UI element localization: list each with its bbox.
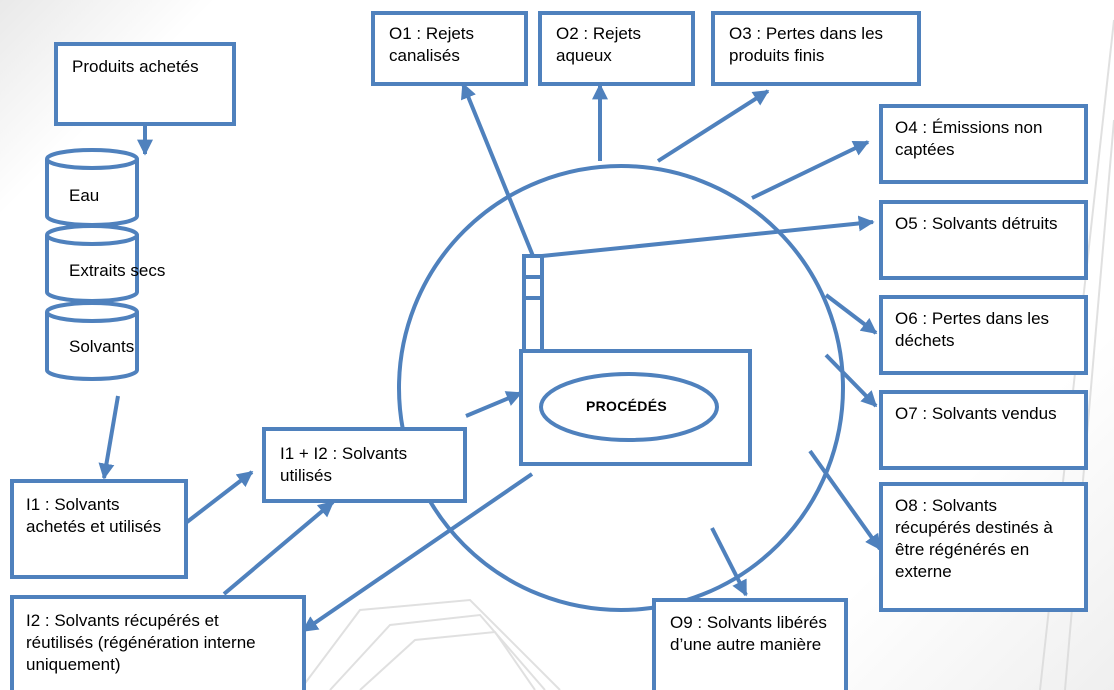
storage-tanks [45,148,139,381]
used-solvents-box: I1 + I2 : Solvants utilisés [262,427,467,503]
input-i2-box: I2 : Solvants récupérés et réutilisés (r… [10,595,306,690]
arrow-used-to-process [465,391,523,418]
flow-arrows [98,82,882,633]
output-o5-box: O5 : Solvants détruits [879,200,1088,280]
output-o2-box: O2 : Rejets aqueux [538,11,695,86]
output-o4-box: O4 : Émissions non captées [879,104,1088,184]
arrow-tanks-to-i1 [98,395,120,480]
arrow-to-o8 [808,449,882,551]
arrow-process-to-i2 [301,472,534,633]
arrow-i1-to-used [185,470,254,524]
arrow-to-o3 [656,89,770,163]
arrow-to-o6 [824,293,878,335]
output-o1-box: O1 : Rejets canalisés [371,11,528,86]
arrow-to-o5 [541,215,875,258]
output-o3-box: O3 : Pertes dans les produits finis [711,11,921,86]
output-o9-box: O9 : Solvants libérés d’une autre manièr… [652,598,848,690]
process-ellipse [539,372,719,442]
arrow-i2-to-used [222,500,335,596]
output-o6-box: O6 : Pertes dans les déchets [879,295,1088,375]
purchased-products-box: Produits achetés [54,42,236,126]
output-o8-box: O8 : Solvants récupérés destinés à être … [879,482,1088,612]
stack-icon [522,254,544,355]
output-o7-box: O7 : Solvants vendus [879,390,1088,470]
arrow-to-o7 [824,353,878,408]
arrow-to-o4 [751,140,870,200]
tank-label-water: Eau [69,186,100,205]
input-i1-box: I1 : Solvants achetés et utilisés [10,479,188,579]
arrow-to-o1 [461,82,535,257]
arrow-to-o9 [710,527,748,597]
tank-label-dry-extracts: Extraits secs [69,261,166,280]
tank-label-solvents: Solvants [69,337,135,356]
process-title: PROCÉDÉS [586,398,667,414]
